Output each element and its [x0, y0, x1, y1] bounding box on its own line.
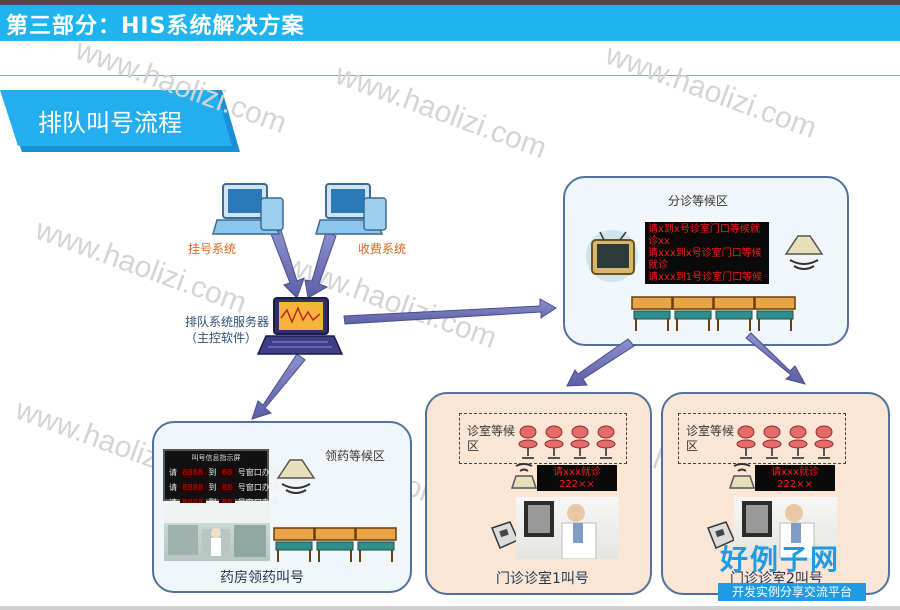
- server-label: 排队系统服务器（主控软件）: [185, 315, 270, 345]
- clinic2-panel: [661, 392, 890, 595]
- board-row: 请 8888 到 88 号窗口办理: [169, 497, 278, 508]
- led-line: 就诊: [648, 260, 668, 271]
- chair-row-clinic2: [736, 425, 834, 459]
- triage-led-display: 请x到x号诊室门口等候就 诊xx 请xxx到x号诊室门口等候 就诊 请xxx到1…: [645, 222, 769, 284]
- clinic1-waiting-box: [459, 413, 627, 464]
- clinic2-doctor-photo: [734, 497, 837, 559]
- section-tab: [0, 90, 240, 152]
- speaker-icon: [728, 463, 756, 489]
- page-title: 第三部分：HIS系统解决方案: [6, 14, 305, 39]
- speaker-icon: [276, 459, 316, 494]
- clinic1-panel: [425, 392, 652, 595]
- arrow-registration-to-server: [270, 229, 305, 299]
- pharmacy-call-board: 叫号信息指示屏 请 8888 到 88 号窗口办理 请 8888 到 88 号窗…: [163, 449, 278, 507]
- clinic2-waiting-box: [678, 413, 846, 464]
- arrow-billing-to-server: [304, 231, 337, 299]
- board-row: 请 8888 到 88 号窗口办理: [169, 483, 278, 492]
- bench-row-triage: [631, 296, 796, 331]
- pharmacy-photo-image: [164, 503, 270, 557]
- led-line: 请x到x号诊室门口等候就: [648, 224, 760, 235]
- pharmacy-area-label: 领药等候区: [325, 449, 386, 463]
- bottom-rule: [0, 606, 900, 610]
- registration-label: 挂号系统: [188, 242, 237, 256]
- led-line: 请xxx到1号诊室门口等候: [648, 272, 763, 283]
- section-title: 排队叫号流程: [38, 109, 182, 137]
- led-line: 请xxx到x号诊室门口等候: [648, 248, 762, 259]
- phone-icon: [707, 521, 735, 550]
- brand-slogan: 开发实例分享交流平台: [718, 583, 866, 601]
- billing-computer-icon: [315, 183, 387, 235]
- clinic1-led-display: 请xxx就诊 222××: [537, 465, 617, 491]
- clinic2-led-display: 请xxx就诊 222××: [755, 465, 835, 491]
- board-row: 请 8888 到 88 号窗口办理: [169, 468, 278, 477]
- triage-title: 分诊等候区: [668, 194, 729, 208]
- led-line: 222××: [777, 479, 813, 490]
- brand-logo: 好例子网: [720, 543, 841, 576]
- clinic1-caption: 门诊诊室1叫号: [496, 571, 589, 587]
- registration-computer-icon: [212, 183, 284, 235]
- clinic2-area-label: 诊室等候区: [686, 424, 735, 453]
- arrow-triage-to-clinic2: [745, 332, 807, 385]
- phone-icon: [491, 521, 519, 550]
- bench-row-pharmacy: [273, 527, 397, 562]
- header-rule: [0, 75, 900, 76]
- billing-label: 收费系统: [358, 242, 407, 256]
- led-line: 诊xx: [648, 236, 670, 247]
- led-line: 222××: [559, 479, 595, 490]
- top-strip: [0, 0, 900, 5]
- speaker-icon: [510, 463, 538, 489]
- clinic1-doctor-photo: [516, 497, 619, 559]
- doctor-photo-image: [524, 501, 597, 559]
- doctor-photo-image: [742, 501, 815, 559]
- tv-icon: [586, 230, 638, 282]
- pharmacy-caption: 药房领药叫号: [220, 570, 304, 586]
- led-line: 请xxx就诊: [771, 467, 819, 478]
- arrow-triage-to-clinic1: [566, 338, 635, 387]
- section-tab-shape: [0, 90, 240, 152]
- pharmacy-photo: [164, 503, 270, 561]
- clinic1-area-label: 诊室等候区: [467, 424, 516, 453]
- led-line: 请xxx就诊: [553, 467, 601, 478]
- server-laptop-icon: [256, 297, 344, 355]
- arrow-server-to-triage: [343, 298, 557, 325]
- chair-row-clinic1: [518, 425, 616, 459]
- title-bar: 第三部分：HIS系统解决方案: [0, 5, 900, 41]
- arrow-server-to-pharmacy: [251, 353, 306, 420]
- speaker-icon: [784, 235, 824, 270]
- board-title: 叫号信息指示屏: [191, 454, 241, 462]
